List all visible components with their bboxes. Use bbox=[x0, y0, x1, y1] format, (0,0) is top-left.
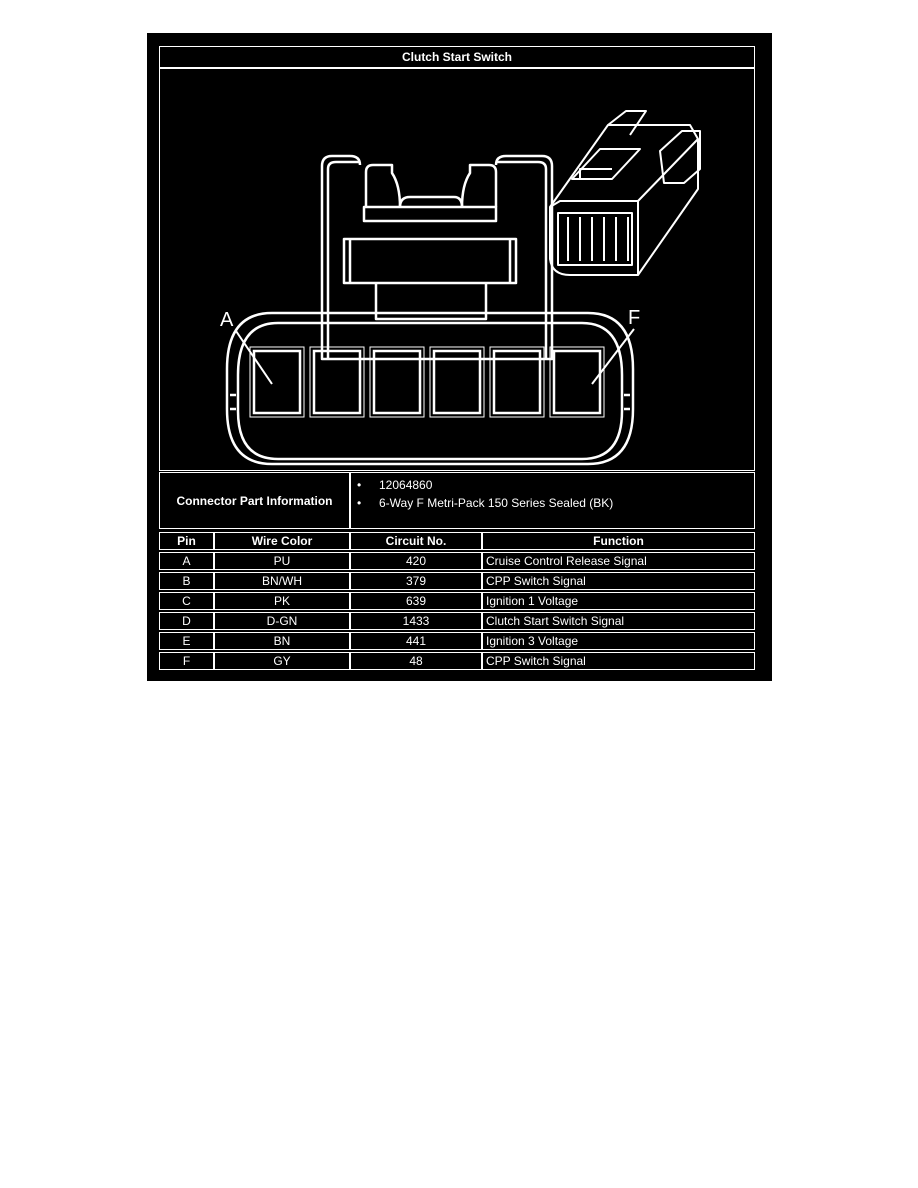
table-row: A PU 420 Cruise Control Release Signal bbox=[159, 552, 755, 570]
header-circuit-no: Circuit No. bbox=[350, 532, 482, 550]
connector-cavity bbox=[372, 349, 422, 415]
pin-f-label: F bbox=[628, 307, 640, 329]
pin-cell: F bbox=[159, 652, 214, 670]
pin-a-leader bbox=[235, 330, 273, 385]
function-cell: Cruise Control Release Signal bbox=[482, 552, 755, 570]
pin-cell: E bbox=[159, 632, 214, 650]
function-cell: Ignition 3 Voltage bbox=[482, 632, 755, 650]
connector-part-info: 12064860 6-Way F Metri-Pack 150 Series S… bbox=[350, 472, 755, 529]
function-cell: CPP Switch Signal bbox=[482, 572, 755, 590]
connector-cavity bbox=[492, 349, 542, 415]
table-row: F GY 48 CPP Switch Signal bbox=[159, 652, 755, 670]
wire-color-cell: GY bbox=[214, 652, 350, 670]
function-cell: Clutch Start Switch Signal bbox=[482, 612, 755, 630]
pin-cell: A bbox=[159, 552, 214, 570]
wire-color-cell: PK bbox=[214, 592, 350, 610]
table-row: E BN 441 Ignition 3 Voltage bbox=[159, 632, 755, 650]
connector-cavity-outline bbox=[369, 346, 425, 418]
circuit-cell: 420 bbox=[350, 552, 482, 570]
circuit-cell: 441 bbox=[350, 632, 482, 650]
header-function: Function bbox=[482, 532, 755, 550]
wire-color-cell: BN/WH bbox=[214, 572, 350, 590]
connector-cavity-outline bbox=[489, 346, 545, 418]
connector-cavity bbox=[552, 349, 602, 415]
connector-cavity-outline bbox=[549, 346, 605, 418]
connector-part-info-label: Connector Part Information bbox=[159, 472, 350, 529]
connector-isometric-view bbox=[549, 110, 701, 276]
connector-cavity bbox=[312, 349, 362, 415]
connector-cavity-outline bbox=[429, 346, 485, 418]
pin-cell: C bbox=[159, 592, 214, 610]
pin-cell: D bbox=[159, 612, 214, 630]
part-number: 12064860 bbox=[357, 478, 739, 492]
connector-cavity-outline bbox=[249, 346, 305, 418]
table-row: D D-GN 1433 Clutch Start Switch Signal bbox=[159, 612, 755, 630]
table-row: B BN/WH 379 CPP Switch Signal bbox=[159, 572, 755, 590]
connector-face-drawing: A F bbox=[220, 110, 701, 466]
table-row: C PK 639 Ignition 1 Voltage bbox=[159, 592, 755, 610]
pinout-table: Pin Wire Color Circuit No. Function A PU… bbox=[159, 530, 755, 672]
diagram-title: Clutch Start Switch bbox=[159, 46, 755, 68]
pin-f-leader bbox=[591, 328, 635, 385]
function-cell: Ignition 1 Voltage bbox=[482, 592, 755, 610]
header-pin: Pin bbox=[159, 532, 214, 550]
header-wire-color: Wire Color bbox=[214, 532, 350, 550]
connector-cavity bbox=[252, 349, 302, 415]
wire-color-cell: D-GN bbox=[214, 612, 350, 630]
circuit-cell: 1433 bbox=[350, 612, 482, 630]
circuit-cell: 639 bbox=[350, 592, 482, 610]
connector-cavity bbox=[432, 349, 482, 415]
pin-a-label: A bbox=[220, 309, 234, 331]
circuit-cell: 48 bbox=[350, 652, 482, 670]
pin-cell: B bbox=[159, 572, 214, 590]
connector-description: 6-Way F Metri-Pack 150 Series Sealed (BK… bbox=[357, 496, 739, 510]
wire-color-cell: BN bbox=[214, 632, 350, 650]
connector-cavity-outline bbox=[309, 346, 365, 418]
connector-panel: Clutch Start Switch bbox=[147, 33, 772, 681]
wire-color-cell: PU bbox=[214, 552, 350, 570]
table-header-row: Pin Wire Color Circuit No. Function bbox=[159, 532, 755, 550]
connector-diagram: A F bbox=[159, 68, 755, 471]
circuit-cell: 379 bbox=[350, 572, 482, 590]
function-cell: CPP Switch Signal bbox=[482, 652, 755, 670]
